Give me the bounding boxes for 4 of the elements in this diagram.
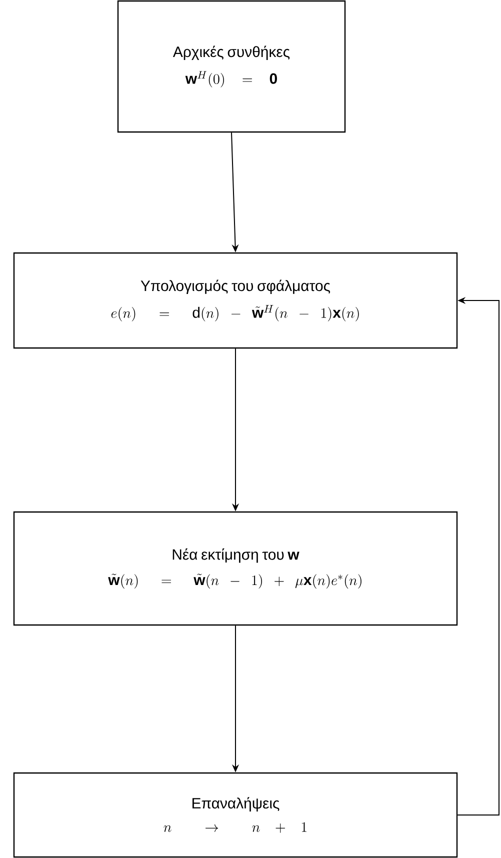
- process-box: Επαναλήψεις $n\rightarrow n+1$: [13, 772, 458, 858]
- process-box: Υπολογισμός του σφάλματος $e(n)=\mathrm{d}(n)-\tilde{\mathbf{w}}^{H}(n-1)\mathbf{x}(n)$: [13, 252, 458, 349]
- process-box: Αρχικές συνθήκες $\mathbf{w}^{H}(0)=\mathbf{0}$: [117, 0, 346, 133]
- process-box: Νέα εκτίμηση του w $\tilde{\mathbf{w}}(n)=\tilde{\mathbf{w}}(n-1)+\mu\mathbf{x}(n)e^{*}(n)$: [13, 511, 458, 626]
